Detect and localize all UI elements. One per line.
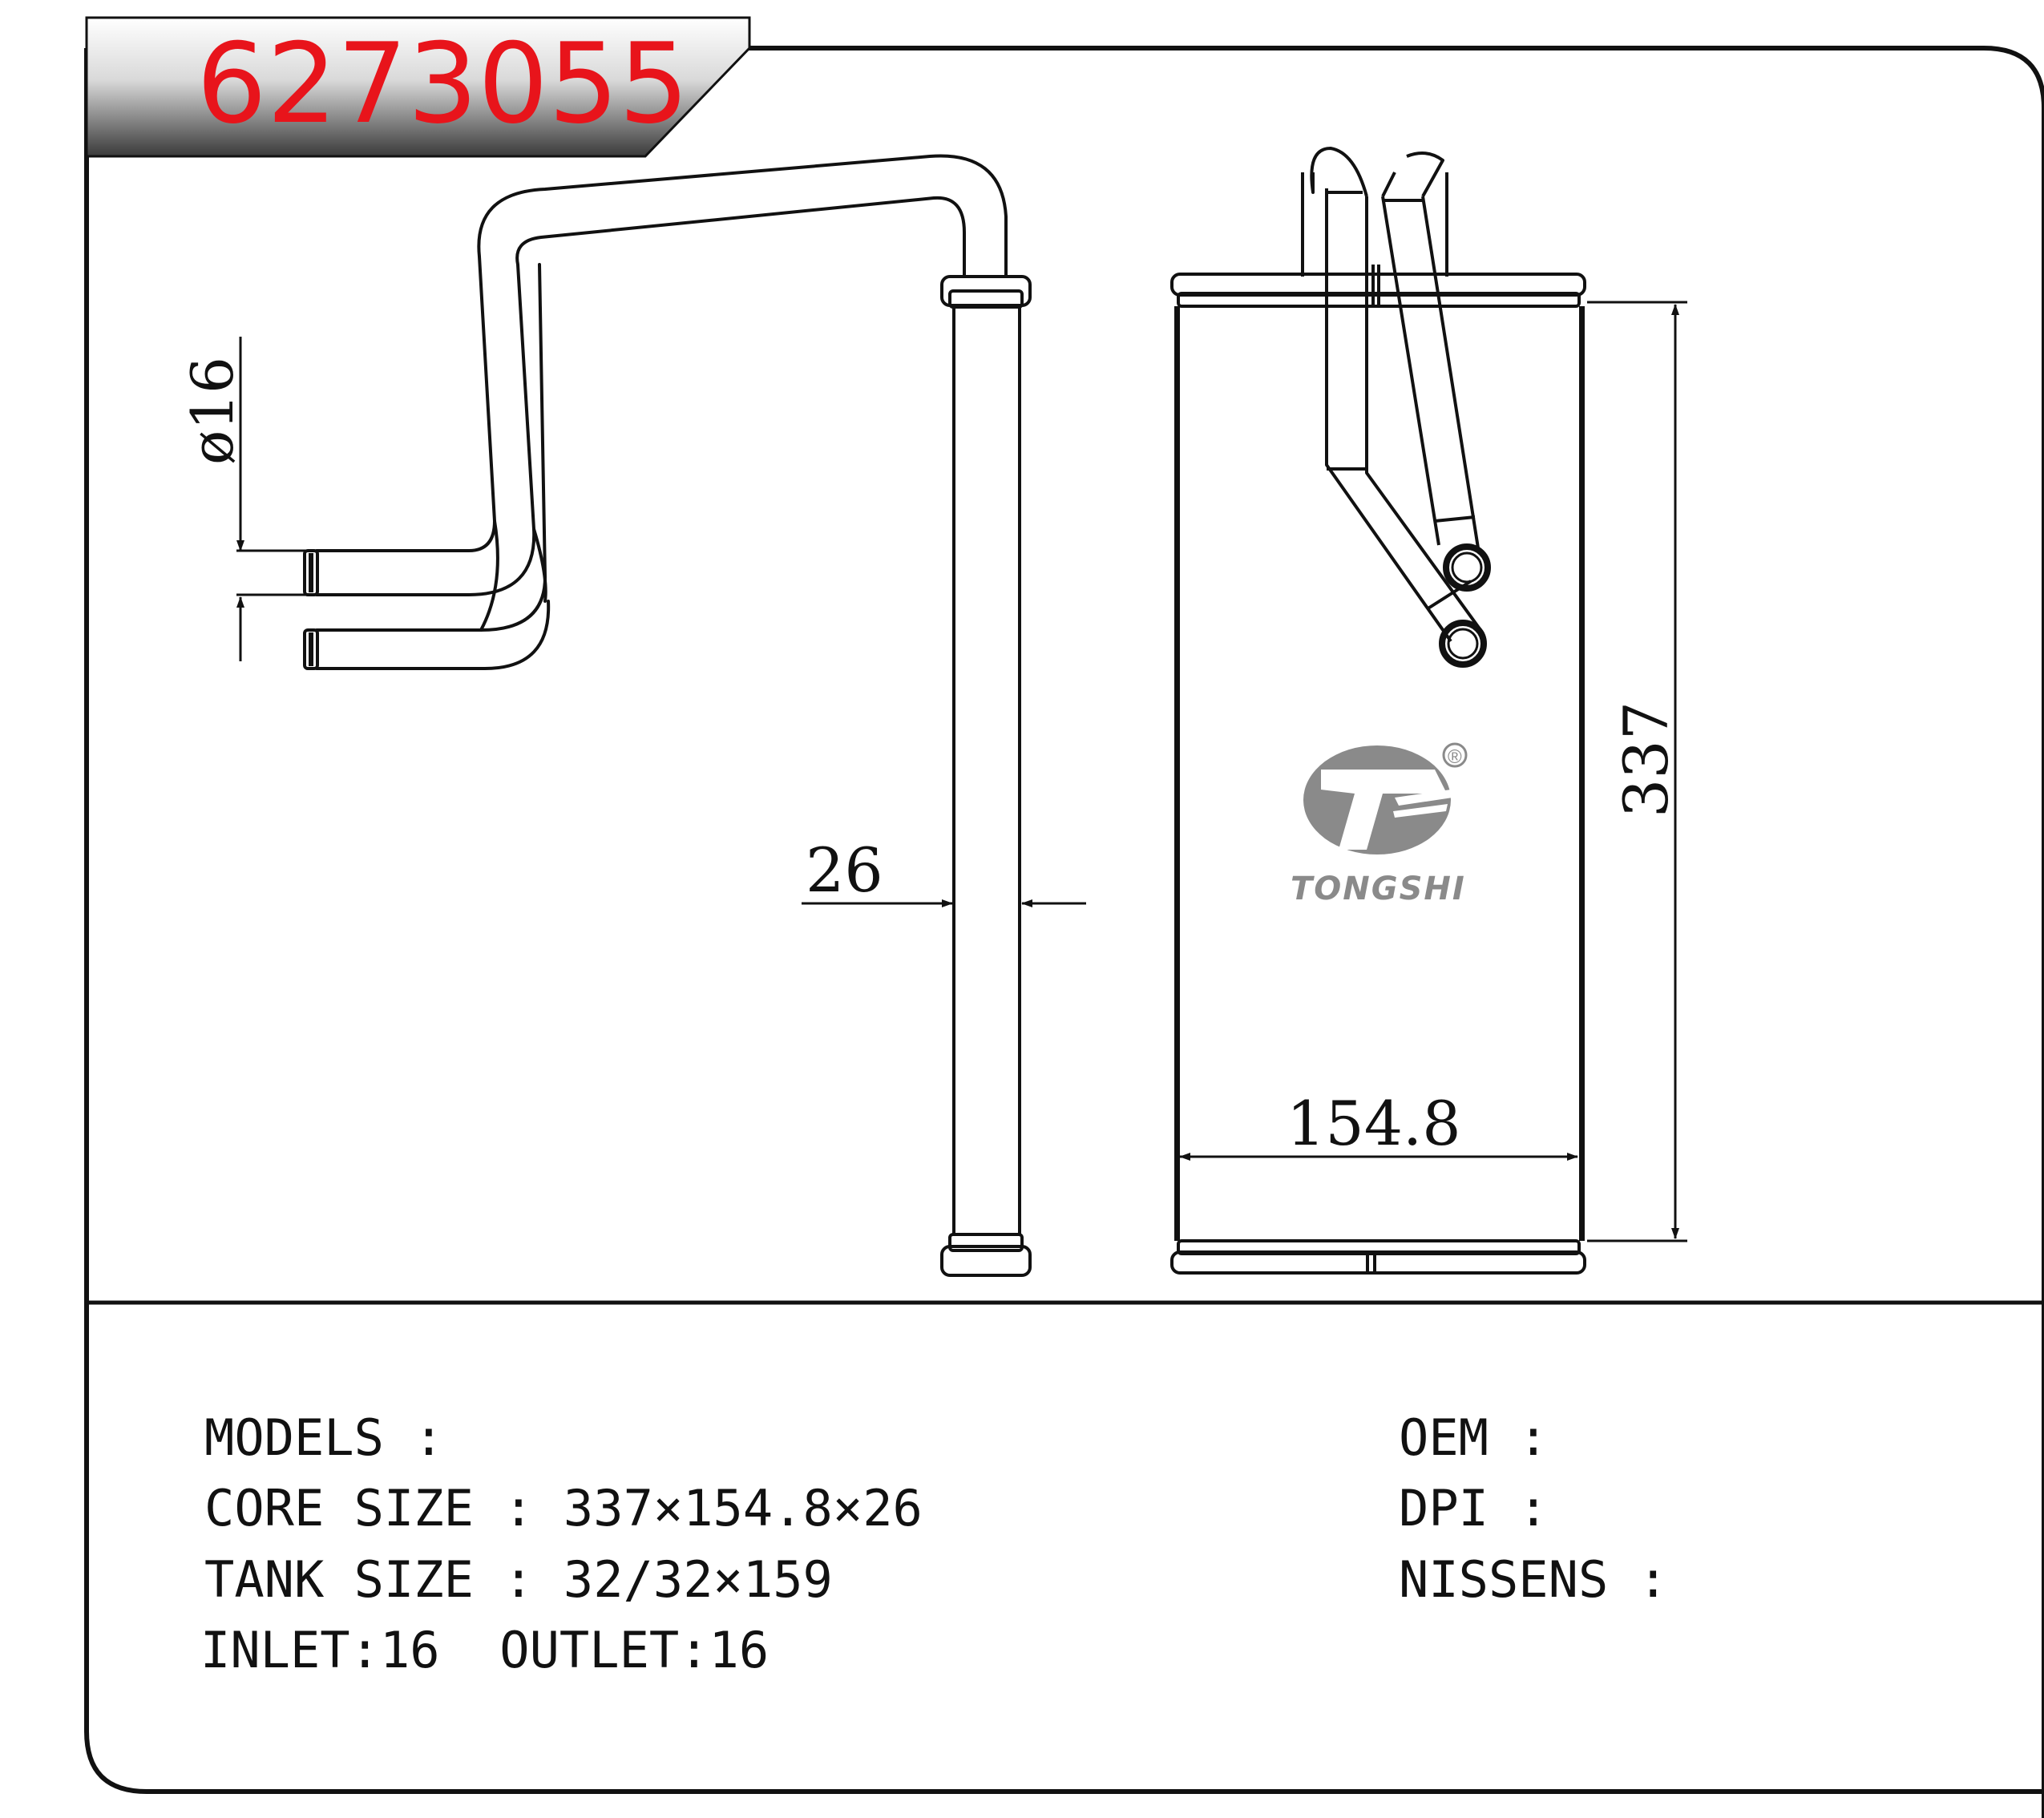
registered-mark-ring bbox=[1442, 742, 1468, 768]
side-core bbox=[940, 275, 1032, 1277]
side-view-pipes bbox=[315, 154, 1008, 670]
tank-size-label: TANK SIZE : 32/32×159 bbox=[204, 1550, 833, 1609]
diameter-label: ø16 bbox=[179, 357, 246, 465]
brand-name: TONGSHI bbox=[1291, 871, 1466, 907]
core-size-label: CORE SIZE : 337×154.8×26 bbox=[204, 1479, 923, 1537]
nissens-label: NISSENS : bbox=[1399, 1550, 1668, 1609]
front-view-pipes bbox=[1301, 147, 1485, 643]
part-number-banner bbox=[85, 16, 751, 158]
inlet-outlet-label: INLET:16 OUTLET:16 bbox=[200, 1621, 769, 1679]
diameter-dimension bbox=[236, 337, 309, 661]
oem-label: OEM : bbox=[1399, 1408, 1549, 1467]
brand-logo: ® TONGSHI bbox=[1291, 742, 1468, 907]
height-label: 337 bbox=[1610, 701, 1682, 818]
height-dimension bbox=[1587, 301, 1687, 1242]
width-label: 154.8 bbox=[1287, 1088, 1461, 1159]
depth-label: 26 bbox=[806, 834, 883, 906]
models-label: MODELS : bbox=[204, 1408, 444, 1467]
pipe-outlet-rings bbox=[1439, 543, 1491, 668]
registered-mark: ® bbox=[1448, 746, 1462, 768]
pipe-end-caps bbox=[303, 549, 319, 670]
part-number: 6273055 bbox=[196, 19, 689, 148]
spec-block: MODELS : CORE SIZE : 337×154.8×26 TANK S… bbox=[200, 1408, 1668, 1679]
dpi-label: DPI : bbox=[1399, 1479, 1549, 1537]
